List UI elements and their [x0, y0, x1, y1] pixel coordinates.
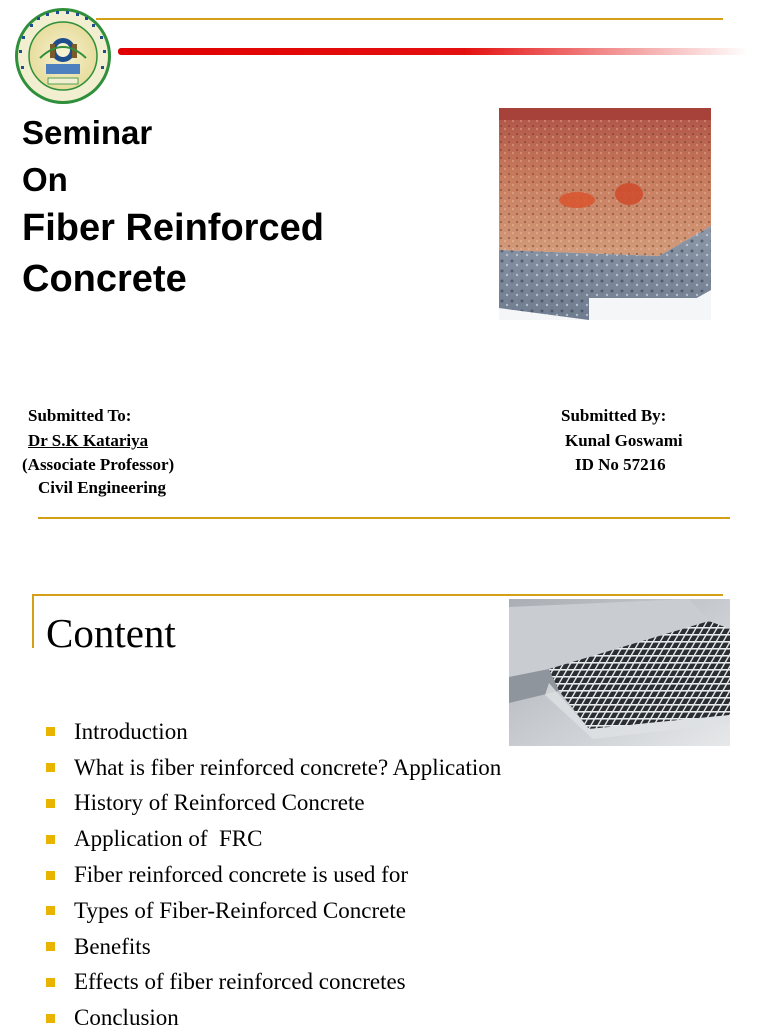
slide2-left-gold-rule — [32, 596, 34, 648]
fiber-mesh-image — [509, 599, 730, 746]
list-item-text: Effects of fiber reinforced concretes — [74, 969, 406, 995]
submitted-to-designation: (Associate Professor) — [22, 455, 175, 474]
list-item: Benefits — [46, 929, 501, 965]
slide1-bottom-gold-rule — [38, 517, 730, 519]
concrete-slab-image — [499, 108, 711, 320]
list-item-text: History of Reinforced Concrete — [74, 790, 365, 816]
bullet-square-icon — [46, 942, 55, 952]
bullet-square-icon — [46, 834, 55, 844]
bullet-square-icon — [46, 870, 55, 880]
submitted-to-name: Dr S.K Katariya — [28, 431, 149, 450]
bullet-square-icon — [46, 1013, 55, 1023]
list-item: Types of Fiber-Reinforced Concrete — [46, 893, 501, 929]
title-line-concrete: Concrete — [22, 258, 187, 300]
bullet-square-icon — [46, 906, 55, 916]
top-gold-rule — [96, 18, 723, 20]
list-item-text: Conclusion — [74, 1005, 179, 1031]
list-item-text: Benefits — [74, 933, 151, 959]
list-item-text: Introduction — [74, 718, 188, 744]
submitted-by-name: Kunal Goswami — [565, 431, 683, 450]
content-bullet-list: Introduction What is fiber reinforced co… — [46, 714, 501, 1036]
title-line-seminar: Seminar — [22, 114, 153, 151]
bullet-square-icon — [46, 727, 55, 737]
university-seal-logo — [15, 8, 111, 104]
list-item: Fiber reinforced concrete is used for — [46, 857, 501, 893]
submitted-by-id: ID No 57216 — [575, 455, 666, 474]
title-line-on: On — [22, 161, 68, 198]
content-title: Content — [46, 610, 176, 656]
list-item-text: Types of Fiber-Reinforced Concrete — [74, 897, 406, 923]
list-item-text: What is fiber reinforced concrete? Appli… — [74, 754, 502, 780]
submitted-to-department: Civil Engineering — [38, 478, 166, 497]
top-red-rule — [118, 48, 748, 55]
list-item-text: Application of FRC — [74, 826, 263, 852]
list-item: Effects of fiber reinforced concretes — [46, 965, 501, 1001]
bullet-square-icon — [46, 798, 55, 808]
list-item: Introduction — [46, 714, 501, 750]
submitted-to-heading: Submitted To: — [28, 406, 132, 425]
bullet-square-icon — [46, 977, 55, 987]
title-line-fiber-reinforced: Fiber Reinforced — [22, 207, 324, 249]
list-item: Application of FRC — [46, 821, 501, 857]
bullet-square-icon — [46, 763, 55, 773]
list-item: History of Reinforced Concrete — [46, 786, 501, 822]
submitted-by-heading: Submitted By: — [561, 406, 667, 425]
slide2-top-gold-rule — [32, 594, 723, 596]
list-item-text: Fiber reinforced concrete is used for — [74, 862, 408, 888]
list-item: Conclusion — [46, 1000, 501, 1036]
list-item: What is fiber reinforced concrete? Appli… — [46, 750, 501, 786]
